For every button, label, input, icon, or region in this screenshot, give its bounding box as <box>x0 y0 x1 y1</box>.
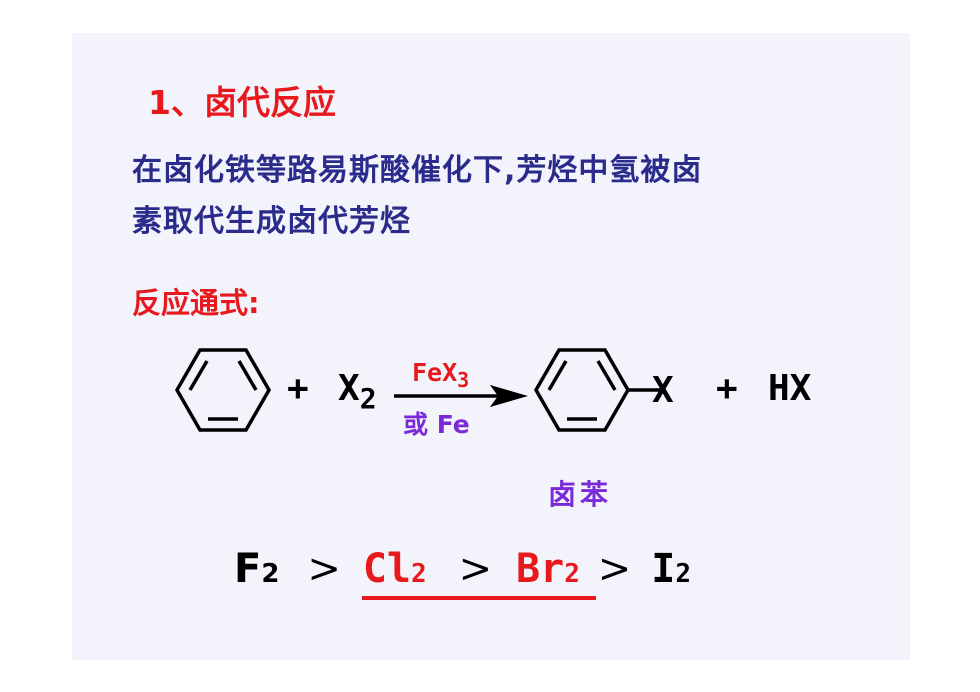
benzene-ring-reactant <box>174 348 272 432</box>
chlorine: Cl2 <box>362 546 427 592</box>
plus-sign-2: + <box>716 368 738 409</box>
description-line-1: 在卤化铁等路易斯酸催化下,芳烃中氢被卤 <box>132 153 703 188</box>
greater-than-3: > <box>597 546 632 592</box>
reagent-subscript: 2 <box>359 382 377 415</box>
reactivity-order: F2 > Cl2 > Br2 > I2 <box>234 546 691 592</box>
description-line-2: 素取代生成卤代芳烃 <box>132 204 411 239</box>
catalyst-top: FeX3 <box>412 358 470 392</box>
reaction-arrow <box>394 385 528 407</box>
bromine: Br2 <box>516 546 580 592</box>
slide-background <box>72 33 910 660</box>
product-name: 卤苯 <box>548 478 613 511</box>
byproduct: HX <box>768 368 812 409</box>
greater-than-1: > <box>307 546 341 592</box>
section-title: 1、卤代反应 <box>148 83 336 122</box>
benzene-ring-product <box>533 348 660 432</box>
plus-sign-1: + <box>287 368 309 409</box>
reagent-halogen: X2 <box>338 368 377 415</box>
iodine: I2 <box>651 546 691 592</box>
fluorine: F2 <box>234 546 280 592</box>
catalyst-bottom: 或 Fe <box>403 410 470 439</box>
catalyst-subscript: 3 <box>457 368 470 392</box>
formula-label: 反应通式: <box>132 286 260 320</box>
greater-than-2: > <box>458 546 493 592</box>
product-substituent: X <box>652 370 674 411</box>
